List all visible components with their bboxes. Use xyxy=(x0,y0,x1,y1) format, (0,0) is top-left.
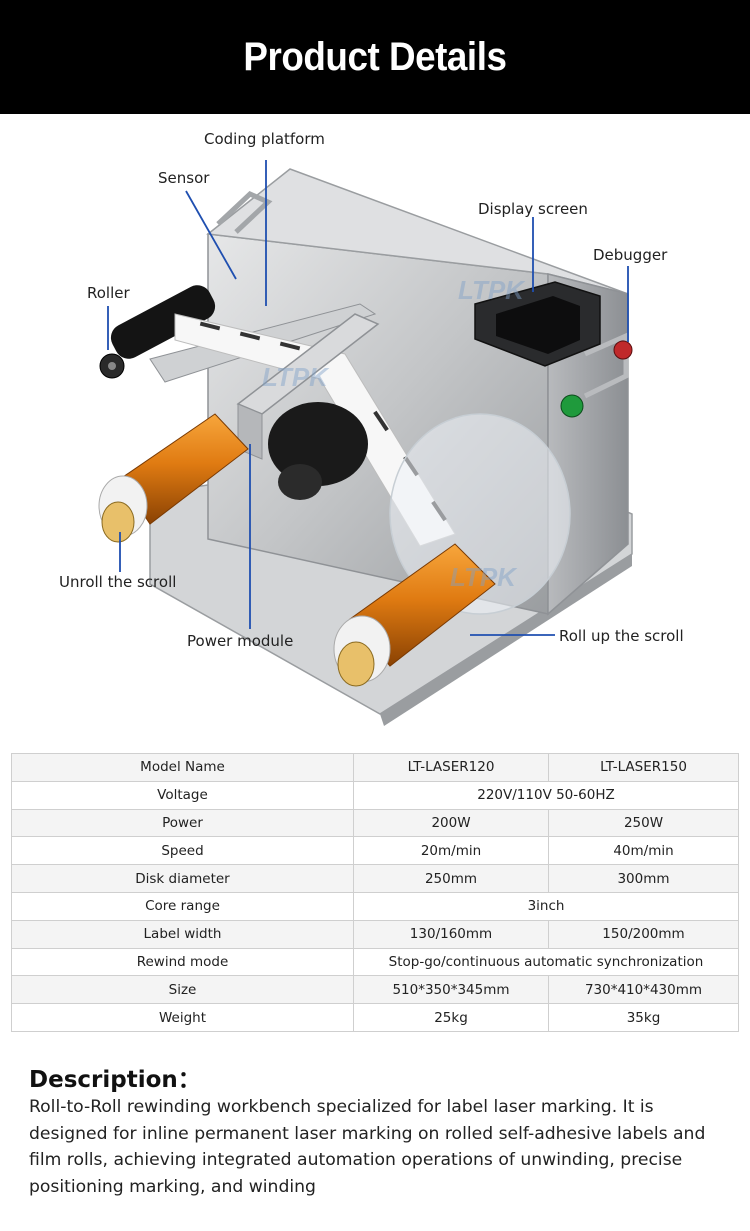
callout-roll-up: Roll up the scroll xyxy=(559,627,684,645)
spec-value: 25kg xyxy=(353,1003,549,1032)
spec-value: 130/160mm xyxy=(353,919,549,949)
table-row: Model Name LT-LASER120 LT-LASER150 xyxy=(11,753,739,782)
spec-value: 150/200mm xyxy=(548,919,739,949)
callout-debugger: Debugger xyxy=(593,246,668,264)
red-button xyxy=(613,340,633,360)
spec-value: 730*410*430mm xyxy=(548,975,739,1005)
table-row: Weight 25kg 35kg xyxy=(11,1003,739,1032)
callout-power-module: Power module xyxy=(187,632,294,650)
description-text: Roll-to-Roll rewinding workbench special… xyxy=(29,1097,706,1197)
spec-value: 220V/110V 50-60HZ xyxy=(353,780,739,810)
product-figure: LTPK LTPK LTPK Coding platform Sensor Di… xyxy=(0,114,750,744)
spec-value: 35kg xyxy=(548,1003,739,1032)
callout-sensor: Sensor xyxy=(158,169,210,187)
spec-label: Voltage xyxy=(11,780,354,810)
spec-value: 200W xyxy=(353,808,549,838)
callout-roller: Roller xyxy=(87,284,130,302)
rewind-roller xyxy=(333,543,496,687)
spec-value: LT-LASER150 xyxy=(548,753,739,782)
watermark: LTPK xyxy=(450,562,518,592)
spec-value: 3inch xyxy=(353,891,739,921)
spec-value: 40m/min xyxy=(548,836,739,866)
table-row: Power 200W 250W xyxy=(11,808,739,838)
description-heading: Description： xyxy=(29,1067,201,1093)
spec-value: 510*350*345mm xyxy=(353,975,549,1005)
table-row: Speed 20m/min 40m/min xyxy=(11,836,739,866)
table-row: Disk diameter 250mm 300mm xyxy=(11,864,739,893)
table-row: Voltage 220V/110V 50-60HZ xyxy=(11,780,739,810)
spec-table: Model Name LT-LASER120 LT-LASER150 Volta… xyxy=(11,753,739,1032)
spec-label: Label width xyxy=(11,919,354,949)
machine-illustration: LTPK LTPK LTPK xyxy=(98,160,633,726)
spec-label: Rewind mode xyxy=(11,947,354,977)
watermark: LTPK xyxy=(458,275,526,305)
leader-sensor xyxy=(185,190,237,280)
table-row: Label width 130/160mm 150/200mm xyxy=(11,919,739,949)
unwind-roller xyxy=(98,413,249,543)
table-row: Core range 3inch xyxy=(11,891,739,921)
page-title: Product Details xyxy=(243,34,507,79)
spec-label: Core range xyxy=(11,891,354,921)
watermark: LTPK xyxy=(262,362,330,392)
spec-label: Power xyxy=(11,808,354,838)
spec-label: Disk diameter xyxy=(11,864,354,893)
spec-value: LT-LASER120 xyxy=(353,753,549,782)
table-row: Size 510*350*345mm 730*410*430mm xyxy=(11,975,739,1005)
spec-label: Model Name xyxy=(11,753,354,782)
callout-unroll: Unroll the scroll xyxy=(59,573,177,591)
green-button xyxy=(560,394,584,418)
header-banner: Product Details xyxy=(0,0,750,114)
table-row: Rewind mode Stop-go/continuous automatic… xyxy=(11,947,739,977)
top-roller xyxy=(110,285,216,359)
spec-label: Weight xyxy=(11,1003,354,1032)
spec-value: 250mm xyxy=(353,864,549,893)
spec-value: 300mm xyxy=(548,864,739,893)
callout-display-screen: Display screen xyxy=(478,200,588,218)
spec-value: Stop-go/continuous automatic synchroniza… xyxy=(353,947,739,977)
spec-value: 20m/min xyxy=(353,836,549,866)
spec-label: Size xyxy=(11,975,354,1005)
spec-label: Speed xyxy=(11,836,354,866)
callout-coding-platform: Coding platform xyxy=(204,130,325,148)
spec-value: 250W xyxy=(548,808,739,838)
